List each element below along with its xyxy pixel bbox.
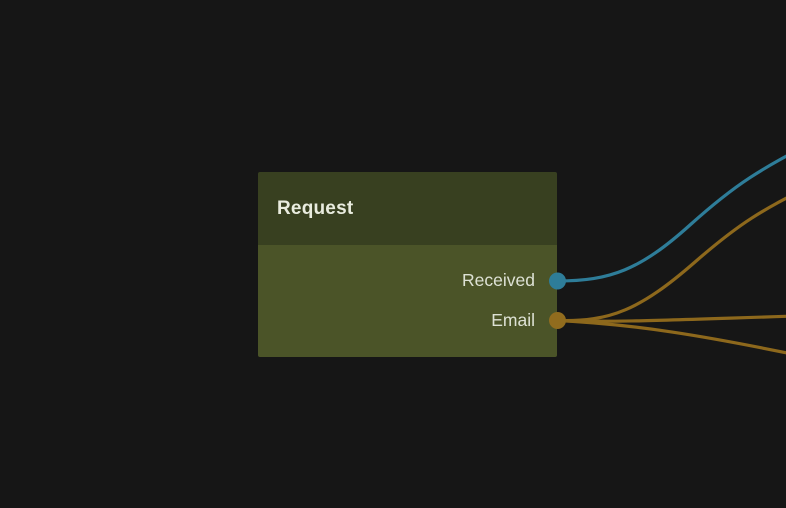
wire-email-out-up[interactable]	[555, 177, 786, 323]
output-label-email: Email	[491, 309, 535, 330]
node-title: Request	[277, 197, 354, 219]
output-row-received: Received	[258, 260, 557, 300]
wire-received-out[interactable]	[555, 137, 786, 283]
output-row-email: Email	[258, 300, 557, 340]
wire-email-out-down[interactable]	[555, 318, 786, 363]
node-request-body: Received Email	[258, 245, 557, 357]
node-request-header[interactable]: Request	[258, 172, 557, 245]
output-label-received: Received	[462, 269, 535, 290]
node-request[interactable]: Request Received Email	[258, 172, 557, 357]
